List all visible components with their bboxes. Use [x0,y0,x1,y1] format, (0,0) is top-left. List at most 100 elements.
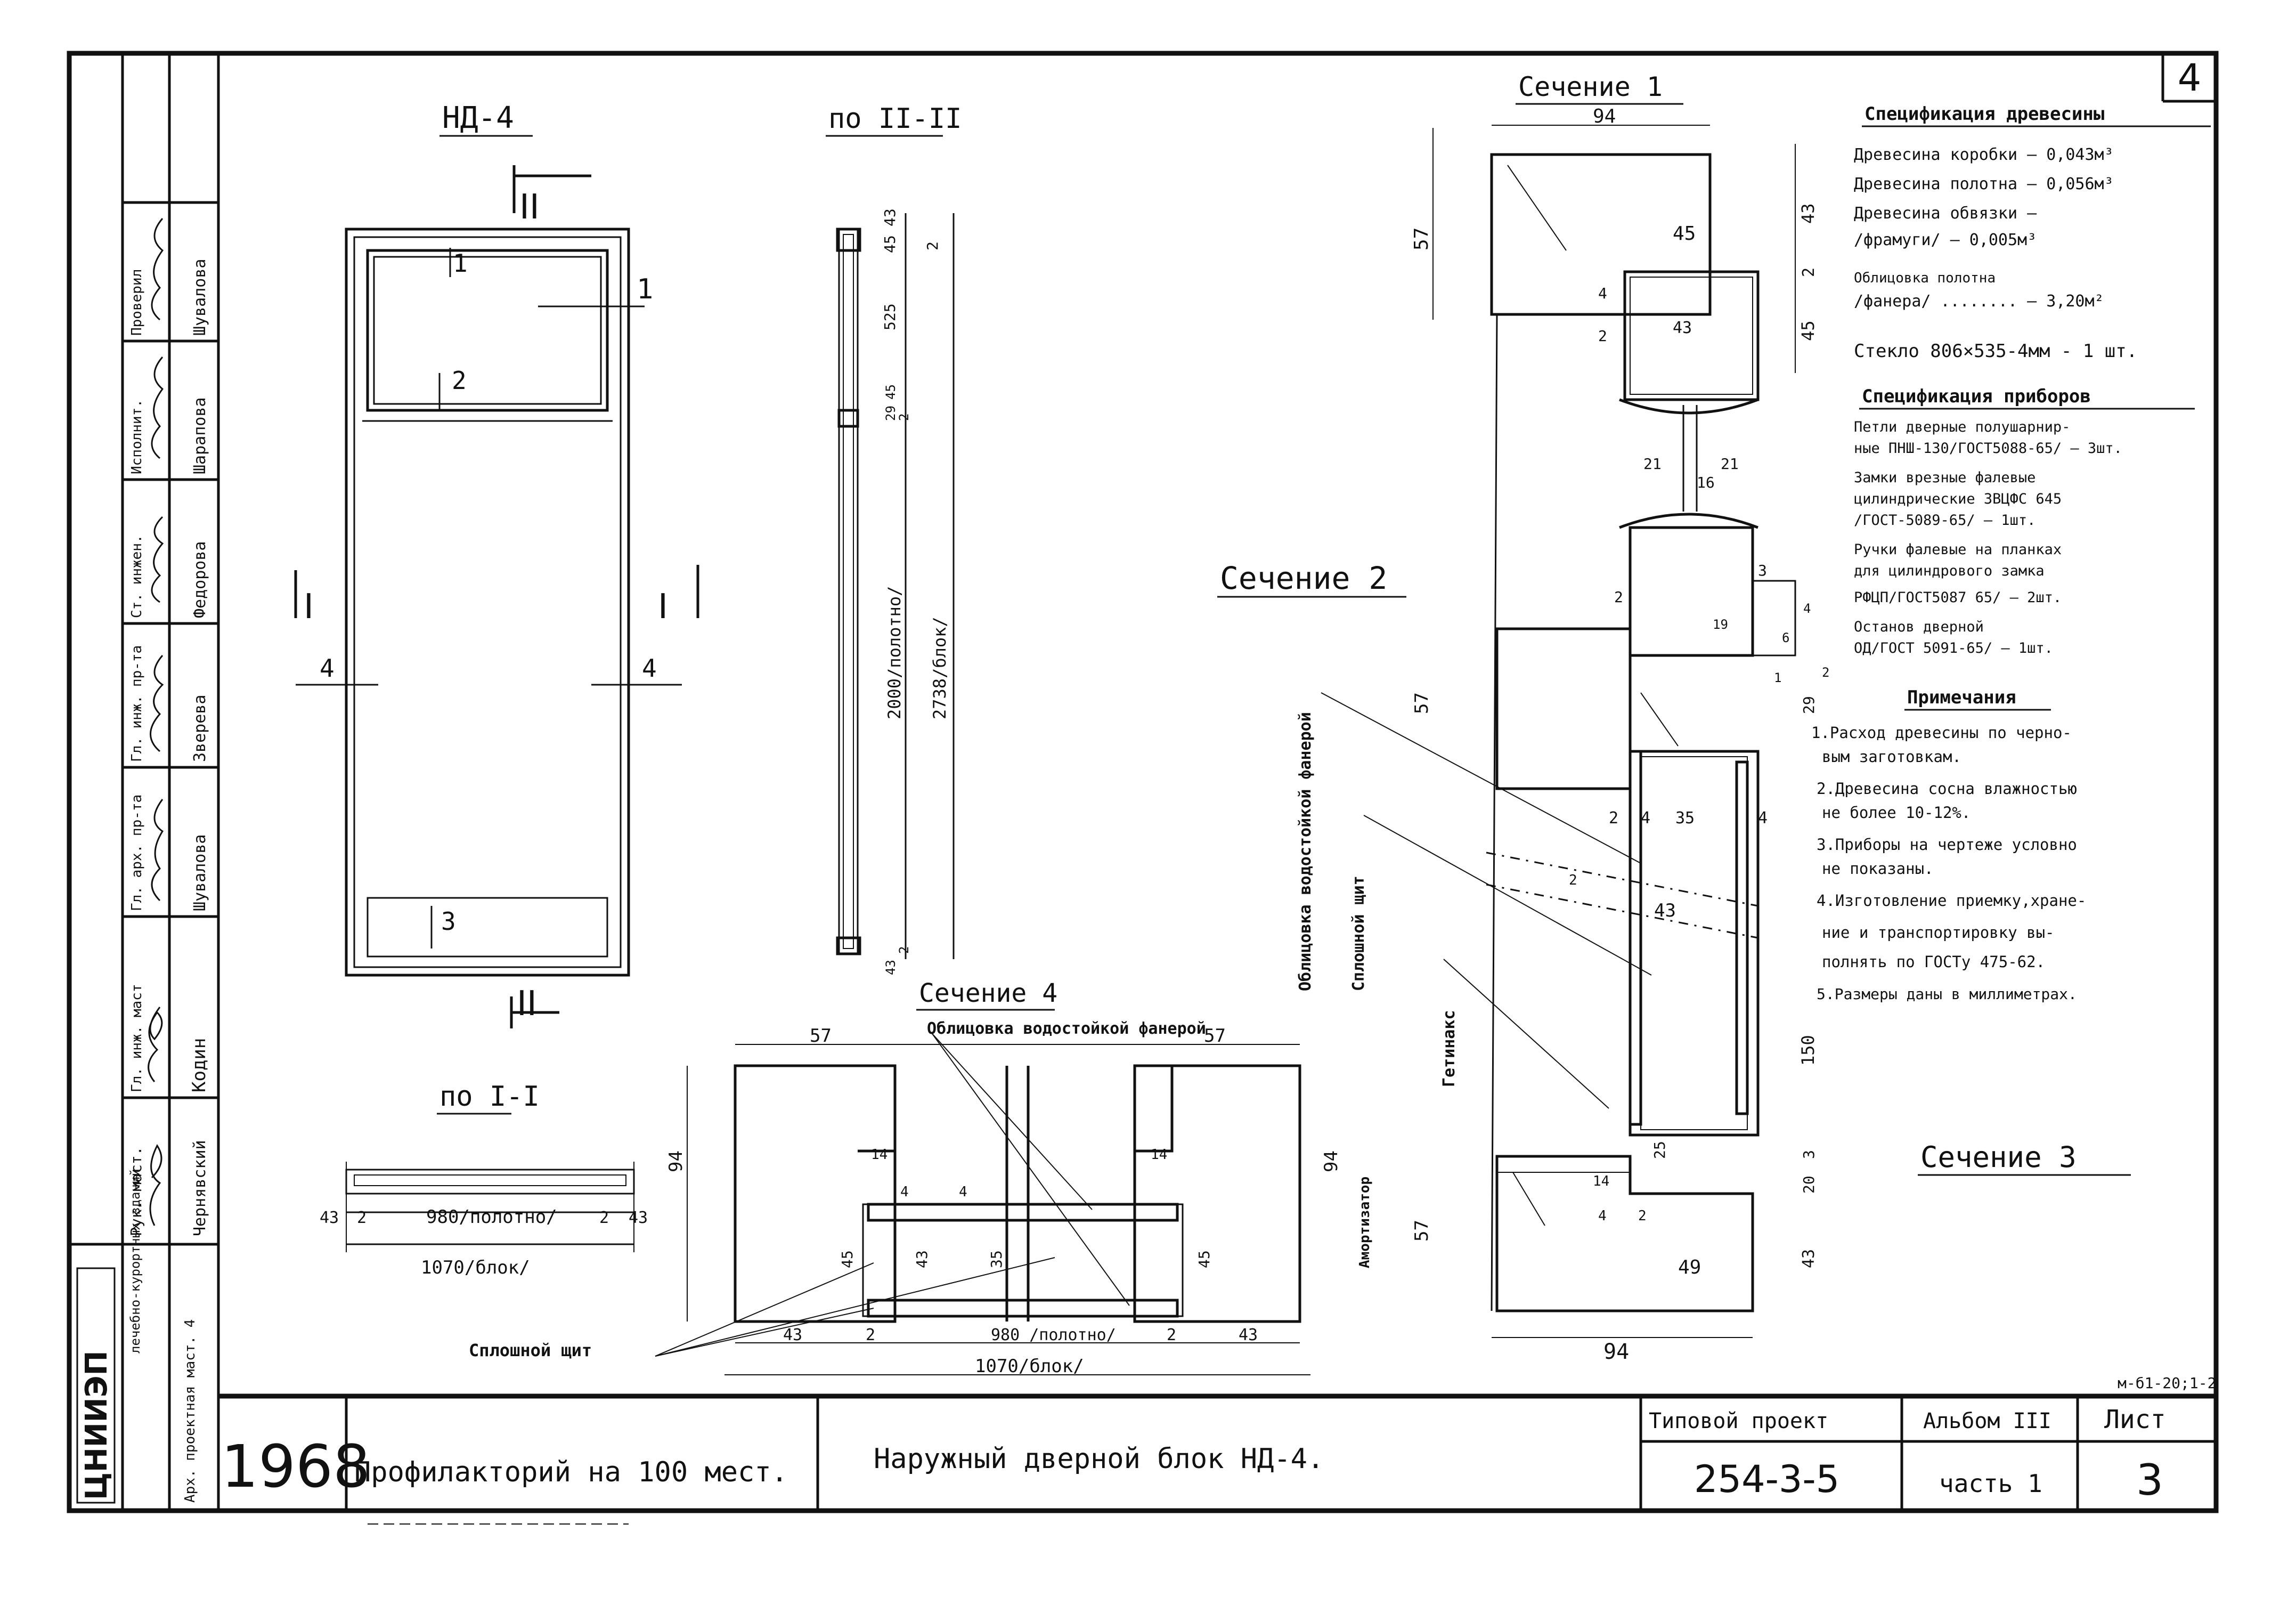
note-line-4: 3.Приборы на чертеже условно [1817,836,2077,854]
ii-dim-1: 43 [881,208,899,226]
s4-dim-5: 4 [959,1184,967,1200]
section-4-title: Сечение 4 [919,978,1057,1008]
i-dim-0: 43 [320,1209,339,1227]
spec-wood-line-3: /фрамуги/ — 0,005м³ [1854,231,2037,249]
i-dim-1: 2 [357,1209,367,1227]
s4-dim-14: 980 /полотно/ [991,1326,1116,1344]
s4-dim-2: 94 [665,1150,687,1172]
s1-dim-4: 45 [1673,223,1696,245]
elevation-title: НД-4 [442,101,514,135]
spec-device-0: Петли дверные полушарнир- [1854,419,2070,435]
year: 1968 [221,1432,370,1501]
i-dim-3: 2 [599,1209,609,1227]
album-part: часть 1 [1939,1469,2042,1498]
section-2-title: Сечение 2 [1220,560,1387,596]
album-label: Альбом III [1923,1409,2051,1433]
role-3: Гл. арх. пр-та [129,795,145,911]
note-line-9: 5.Размеры даны в миллиметрах. [1817,985,2077,1003]
s4-dim-12: 43 [783,1326,802,1344]
name-6: Шувалова [191,259,209,336]
role-1: Рук. маст. [127,1146,145,1236]
ii-dim-4: 29 [883,406,898,421]
spec-wood-line-5: /фанера/ ........ — 3,20м² [1854,292,2104,311]
spec-device-6: для цилиндрового замка [1854,563,2045,579]
s3-dim-1: 4 [1641,809,1650,828]
mark-4-right: 4 [642,654,657,683]
s1-dim-1: 57 [1411,228,1432,250]
s1-dim-10: 21 [1721,455,1739,473]
s4-dim-6: 14 [1151,1147,1167,1163]
note-line-7: ние и транспортировку вы- [1822,923,2055,942]
org-subtitle: лечебно-курортных зданий [128,1169,143,1353]
title-block: 1968 Профилакторий на 100 мест. Наружный… [218,1374,2216,1525]
name-2: Шувалова [191,834,209,912]
spec-device-7: РФЦП/ГОСТ5087 65/ — 2шт. [1854,589,2062,606]
typical-project-code: 254-3-5 [1694,1457,1839,1501]
spec-device-4: /ГОСТ-5089-65/ — 1шт. [1854,512,2036,529]
section-II-title: по II-II [828,103,962,135]
section-I-I: по I-I 43 2 980/полотно/ 2 43 1070/блок/ [320,1081,648,1278]
signature-5 [151,516,164,603]
s1-dim-18: 2 [1822,665,1829,680]
mark-4-left: 4 [320,654,335,683]
section-4-label-amort: Амортизатор [1357,1177,1373,1268]
s4-dim-13: 2 [866,1326,875,1344]
section-4: Сечение 4 Облицовка водостойкой фанерой … [469,978,1373,1377]
sheet-frame [67,51,2219,1513]
s4-dim-1: 57 [1204,1025,1226,1047]
signature-2 [148,1007,163,1082]
role-6: Исполнит. [129,399,145,474]
mark-2: 2 [452,366,467,395]
ii-dim-0: 45 [881,235,899,253]
s3-dim-0: 2 [1609,809,1618,828]
s1-dim-13: 3 [1758,562,1767,579]
signature-4 [150,655,164,752]
name-1: Кодин [189,1038,210,1092]
s3-dim-12: 2 [1638,1208,1647,1224]
role-2: Гл. инж. маст [129,984,145,1093]
s1-dim-6: 4 [1598,285,1607,302]
ii-dim-6: 2 [897,414,911,421]
role-5: Ст. инжен. [129,534,145,618]
typical-project-label: Типовой проект [1649,1409,1828,1433]
s4-dim-11: 94 [1321,1150,1342,1172]
section-1-3: Сечение 1 94 57 43 2 45 [1411,71,2131,1364]
s1-dim-0: 94 [1593,106,1616,127]
section-I-title: по I-I [439,1081,540,1113]
section-II-II: по II-II 45 43 2 525 29 45 2 2000/полотн… [826,103,962,975]
cut-I-right: I [658,587,668,627]
ii-dim-2: 2 [924,241,941,250]
ii-dim-3: 525 [881,303,899,330]
name-4: Федорова [191,541,209,619]
s4-dim-7: 43 [913,1250,931,1268]
s1-dim-20: 57 [1411,692,1432,714]
i-dim-4: 43 [629,1209,648,1227]
s1-dim-17: 1 [1774,670,1781,685]
s1-dim-16: 4 [1803,601,1811,616]
s3-dim-6: 150 [1798,1035,1818,1066]
note-line-0: 1.Расход древесины по черно- [1811,724,2072,742]
s4-dim-15: 2 [1167,1326,1176,1344]
s4-dim-0: 57 [810,1025,832,1047]
s3-dim-11: 4 [1598,1208,1607,1224]
note-line-2: 2.Древесина сосна влажностью [1817,780,2077,798]
mark-3: 3 [441,907,456,936]
spec-block: Спецификация древесины Древесина коробки… [1811,103,2211,1003]
s3-dim-16: 94 [1603,1340,1629,1364]
org-logo [76,1267,116,1504]
spec-wood-title: Спецификация древесины [1865,103,2104,125]
sheet-corner-number: 4 [2178,56,2202,100]
section-2-label-a: Облицовка водостойкой фанерой [1296,712,1315,991]
s1-dim-12: 2 [1614,588,1623,606]
s3-dim-10: 14 [1593,1173,1609,1189]
sheet-label: Лист [2104,1405,2166,1434]
s1-dim-15: 6 [1782,630,1789,645]
ii-dim-10: 2 [897,946,911,954]
project-name: Профилакторий на 100 мест. [354,1456,788,1488]
spec-device-8: Останов дверной [1854,619,1984,635]
cut-II-bottom: II [517,984,537,1024]
spec-device-9: ОД/ГОСТ 5091-65/ — 1шт. [1854,640,2053,656]
signature-3 [151,799,164,902]
s1-dim-2: 43 [1798,203,1818,224]
